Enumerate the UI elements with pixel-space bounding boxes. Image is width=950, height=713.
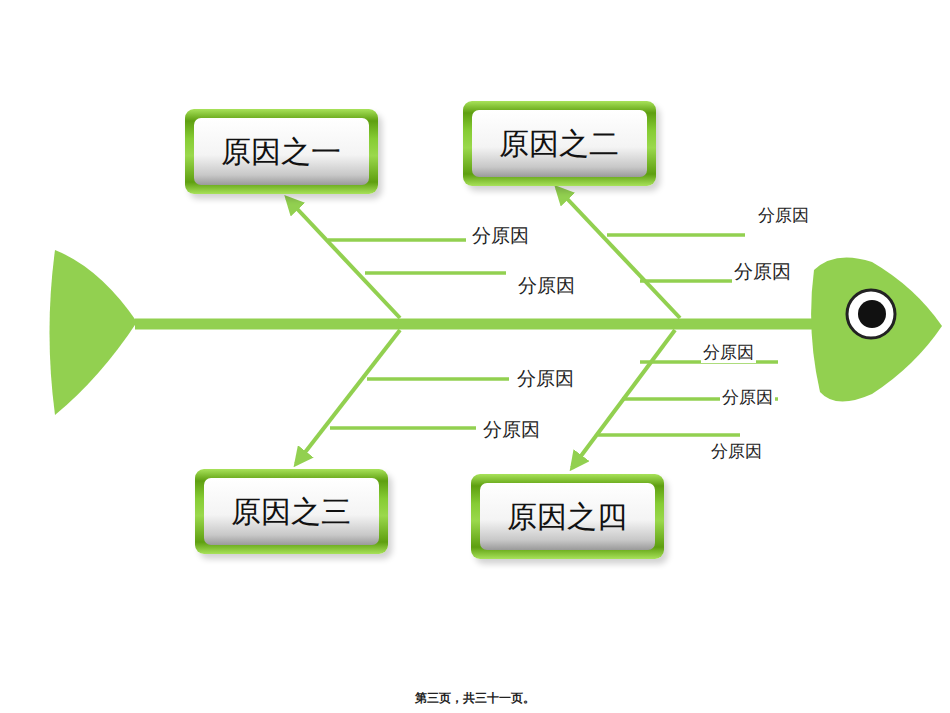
page-footer: 第三页，共三十一页。 <box>413 692 537 706</box>
sub-bone <box>328 238 466 242</box>
bone <box>287 198 400 318</box>
bone <box>557 188 680 318</box>
cause-title: 原因之四 <box>480 483 655 550</box>
cause-title: 原因之三 <box>204 478 379 545</box>
fish-head <box>811 258 942 402</box>
fish-eye <box>847 290 895 338</box>
sub-bone <box>598 433 740 437</box>
sub-cause-label: 分原因 <box>516 275 577 297</box>
bone <box>296 330 400 464</box>
sub-cause-label: 分原因 <box>732 261 793 283</box>
sub-cause-label: 分原因 <box>515 368 576 390</box>
sub-bone <box>607 233 745 237</box>
sub-bone <box>330 426 476 430</box>
sub-bone <box>367 377 509 381</box>
cause-box: 原因之二 <box>463 101 656 186</box>
sub-cause-label: 分原因 <box>470 225 531 247</box>
sub-cause-label: 分原因 <box>701 343 756 363</box>
sub-cause-label: 分原因 <box>481 419 542 441</box>
cause-title: 原因之一 <box>194 118 369 185</box>
sub-bone <box>365 271 506 275</box>
fish-pupil <box>858 300 886 328</box>
fish-spine <box>135 319 818 330</box>
cause-box: 原因之一 <box>185 109 378 194</box>
sub-cause-label: 分原因 <box>756 206 811 226</box>
cause-title: 原因之二 <box>472 110 647 177</box>
sub-cause-label: 分原因 <box>720 388 775 408</box>
fish-tail <box>50 250 138 415</box>
cause-box: 原因之四 <box>471 474 664 559</box>
sub-cause-label: 分原因 <box>709 442 764 462</box>
cause-box: 原因之三 <box>195 469 388 554</box>
